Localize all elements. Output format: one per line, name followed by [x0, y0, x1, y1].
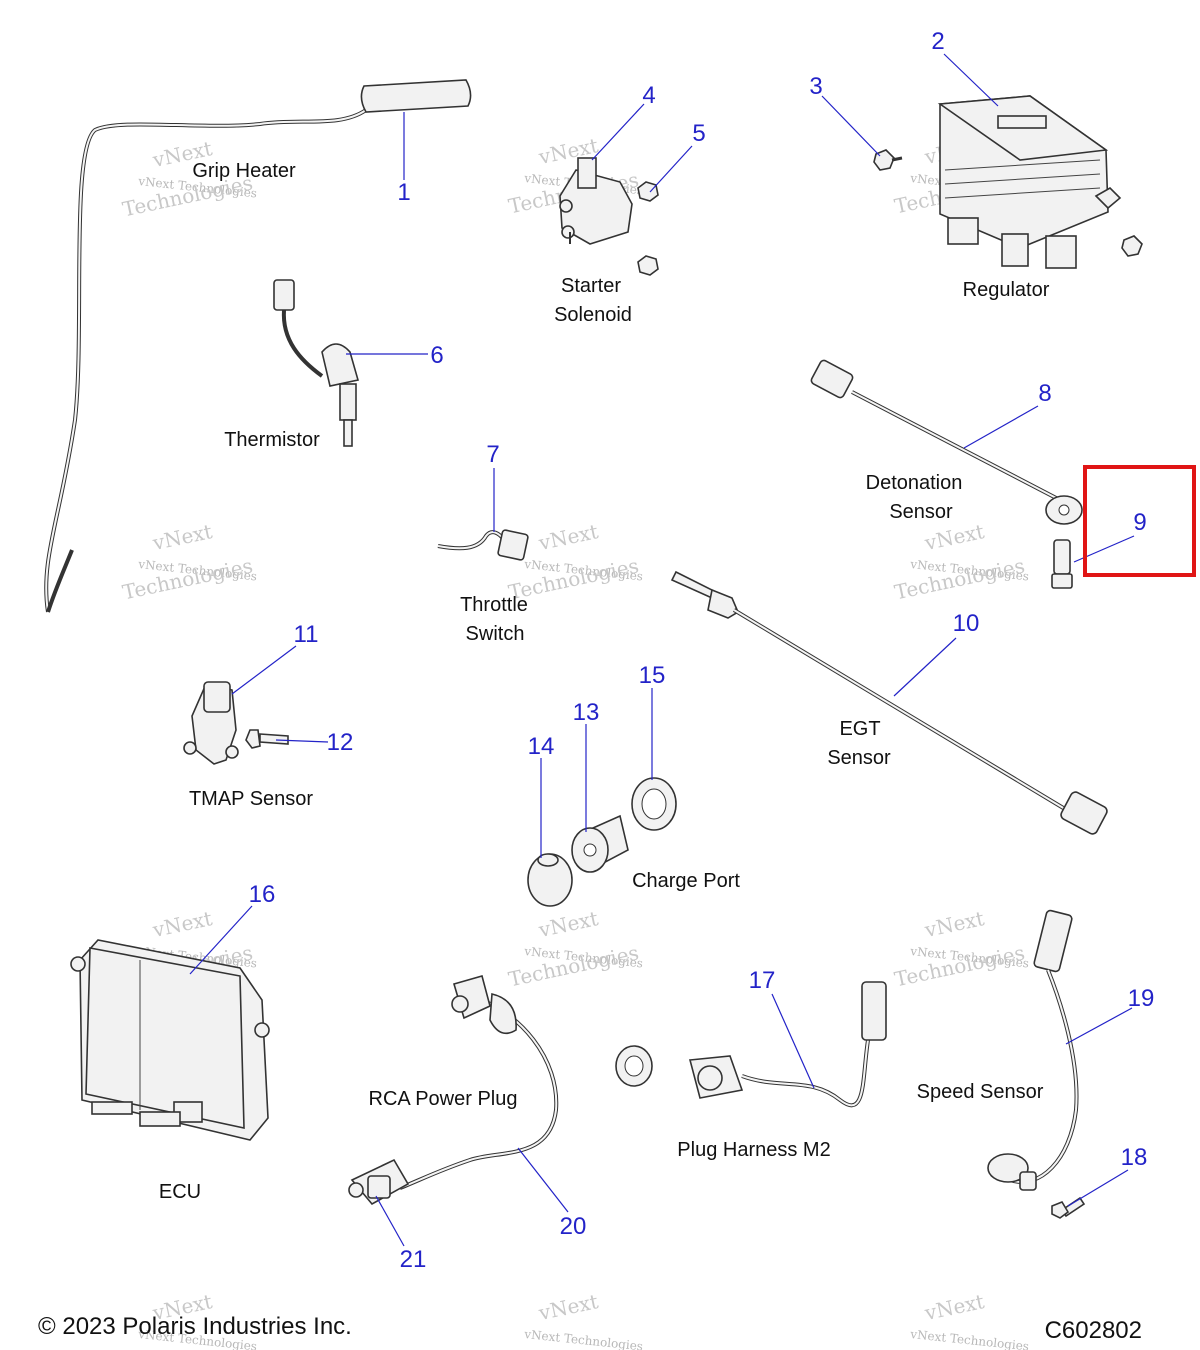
detonation-sensor-bolt-part[interactable] [1051, 539, 1073, 589]
callout-5[interactable]: 5 [692, 120, 705, 147]
label-regulator: Regulator [963, 279, 1050, 301]
callout-1[interactable]: 1 [397, 179, 410, 206]
watermark-line: vNext [922, 906, 987, 942]
label-thermistor: Thermistor [224, 429, 320, 451]
watermark-line: vNext Technologies [523, 1327, 644, 1350]
regulator-bolt-part[interactable] [1121, 235, 1143, 257]
starter-solenoid-part[interactable] [559, 157, 633, 245]
callout-3[interactable]: 3 [809, 73, 822, 100]
watermark-line: vNext [150, 906, 215, 942]
callout-10[interactable]: 10 [953, 610, 980, 637]
watermark-line: vNext [536, 1289, 601, 1325]
watermark-line: vNext [922, 519, 987, 555]
regulator-bolt-part[interactable] [873, 149, 903, 171]
figure-code: C602802 [1045, 1317, 1142, 1344]
callout-11[interactable]: 11 [294, 621, 319, 648]
label-throttle-switch: Switch [466, 623, 525, 645]
watermark: vNext Technologies vNext Technologies [506, 906, 643, 991]
callout-6[interactable]: 6 [430, 342, 443, 369]
part-labels: Grip Heater Starter Solenoid Regulator T… [159, 160, 1050, 1203]
label-rca-power-plug: RCA Power Plug [369, 1088, 518, 1110]
label-ecu: ECU [159, 1181, 201, 1203]
label-detonation-sensor: Sensor [889, 501, 953, 523]
grip-heater-part[interactable] [44, 79, 472, 613]
label-detonation-sensor: Detonation [866, 472, 963, 494]
label-throttle-switch: Throttle [460, 594, 528, 616]
detonation-sensor-part[interactable] [810, 359, 1083, 525]
charge-port-nut-part[interactable] [631, 777, 677, 831]
label-starter-solenoid: Starter [561, 275, 621, 297]
rca-connector-part[interactable] [367, 1175, 391, 1199]
tmap-bolt-part[interactable] [245, 729, 289, 749]
callout-19[interactable]: 19 [1128, 985, 1155, 1012]
watermark-line: vNext [150, 519, 215, 555]
watermark: vNext Technologies vNext Technologies [892, 519, 1029, 604]
callout-2[interactable]: 2 [931, 28, 944, 55]
label-charge-port: Charge Port [632, 870, 740, 892]
watermark: vNext Technologies vNext Technologies [892, 906, 1029, 991]
nut-part[interactable] [637, 255, 659, 276]
charge-port-cap-part[interactable] [527, 853, 573, 907]
label-egt-sensor: Sensor [827, 747, 891, 769]
watermark-line: vNext [536, 519, 601, 555]
regulator-part[interactable] [937, 95, 1122, 269]
ecu-part[interactable] [70, 939, 270, 1141]
callout-18[interactable]: 18 [1121, 1144, 1148, 1171]
egt-sensor-part[interactable] [670, 570, 1109, 836]
charge-port-socket-part[interactable] [571, 814, 629, 873]
label-grip-heater: Grip Heater [192, 160, 296, 182]
label-starter-solenoid: Solenoid [554, 304, 632, 326]
watermark: vNext Technologies vNext [909, 1289, 1030, 1350]
tmap-sensor-part[interactable] [183, 681, 239, 765]
callout-9[interactable]: 9 [1133, 509, 1146, 536]
callout-21[interactable]: 21 [400, 1246, 427, 1273]
leader-lines [189, 53, 1135, 1247]
watermark-line: vNext [922, 1289, 987, 1325]
watermark: vNext Technologies vNext [523, 1289, 644, 1350]
callout-4[interactable]: 4 [642, 82, 655, 109]
callout-14[interactable]: 14 [528, 733, 555, 760]
callout-15[interactable]: 15 [639, 662, 666, 689]
label-tmap-sensor: TMAP Sensor [189, 788, 313, 810]
label-egt-sensor: EGT [839, 718, 880, 740]
thermistor-part[interactable] [273, 279, 360, 447]
label-plug-harness-m2: Plug Harness M2 [677, 1139, 830, 1161]
callout-7[interactable]: 7 [486, 441, 499, 468]
highlight-box [1083, 465, 1196, 577]
speed-sensor-part[interactable] [987, 909, 1079, 1191]
callout-13[interactable]: 13 [573, 699, 600, 726]
plug-harness-m2-part[interactable] [615, 981, 887, 1108]
callout-17[interactable]: 17 [749, 967, 776, 994]
callout-20[interactable]: 20 [560, 1213, 587, 1240]
callouts: 1 2 3 4 5 6 7 8 9 10 11 12 13 14 15 16 1… [249, 28, 1155, 1273]
callout-8[interactable]: 8 [1038, 380, 1051, 407]
copyright-text: © 2023 Polaris Industries Inc. [38, 1313, 352, 1340]
speed-sensor-bolt-part[interactable] [1051, 1196, 1086, 1219]
label-speed-sensor: Speed Sensor [917, 1081, 1044, 1103]
throttle-switch-part[interactable] [437, 529, 529, 561]
watermark-line: vNext [536, 906, 601, 942]
callout-16[interactable]: 16 [249, 881, 276, 908]
callout-12[interactable]: 12 [327, 729, 354, 756]
watermark: vNext Technologies vNext Technologies [506, 519, 643, 604]
watermark-line: vNext Technologies [909, 1327, 1030, 1350]
watermark: vNext Technologies vNext Technologies [120, 519, 257, 604]
nut-part[interactable] [637, 181, 659, 202]
